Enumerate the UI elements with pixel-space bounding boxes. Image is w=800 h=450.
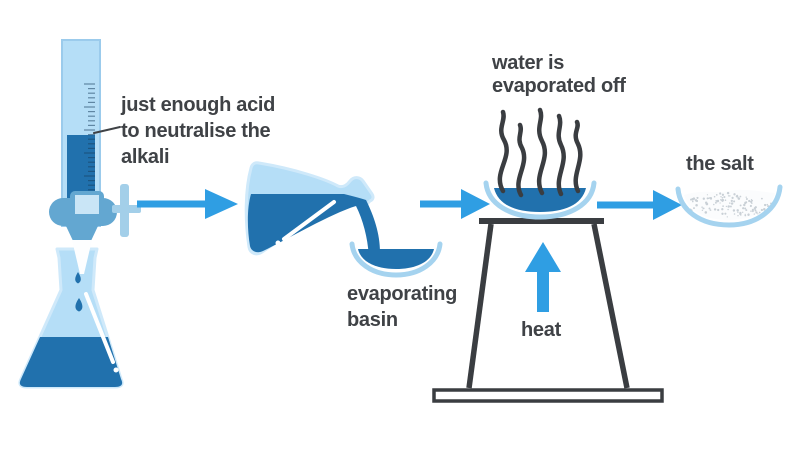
heated-basin-rim [483,180,597,220]
tripod-base [432,388,664,403]
salt-label: the salt [686,153,754,175]
flow-arrow-icon [420,189,490,219]
pouring-flask-highlight [282,200,336,241]
tripod-leg [591,223,630,389]
pouring-flask-highlight-dot [275,240,281,246]
pouring-stage [244,161,443,278]
vapor-line [497,109,509,194]
heat-label: heat [521,319,561,341]
vapor-line [573,119,583,194]
flow-arrow-icon [597,190,682,220]
flask-highlight-dot [113,367,119,373]
vapor-line [516,122,527,198]
conical-flask-liquid [19,337,123,387]
acid-drop [75,272,81,284]
water-evaporated-label: water is evaporated off [492,52,626,97]
salt-stage [675,184,783,228]
heating-stage [432,107,664,403]
stopcock-handle-horizontal [112,205,141,213]
titration-stage [18,39,141,389]
flask-highlight [84,292,115,364]
vapor-line [536,107,548,196]
label-pointer-line [93,126,121,134]
salt-speckles [689,191,772,218]
burette-note-label: just enough acid to neutralise the alkal… [121,94,276,168]
pouring-liquid-stream [247,194,380,263]
stopcock-lower-cone [66,226,98,243]
evaporating-basin-rim [349,241,443,278]
tripod-leg [466,223,494,389]
stopcock-barrel [75,195,99,214]
acid-drop [75,298,83,312]
tripod-top-bar [479,218,604,224]
burette-tip [72,240,92,274]
vapor-line [556,113,566,197]
evaporating-basin-label: evaporating basin [347,283,458,331]
salt-basin-rim [675,184,783,228]
flow-arrow-icon [137,189,238,219]
heat-arrow-icon [525,242,561,312]
